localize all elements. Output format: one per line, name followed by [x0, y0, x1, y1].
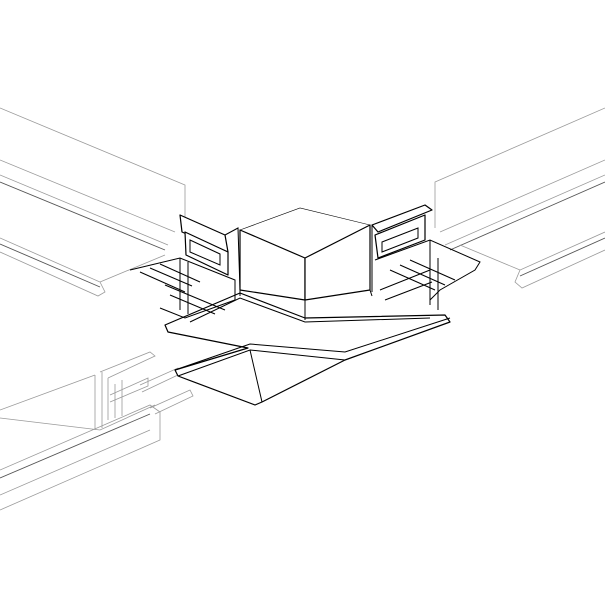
- corner-connector: [129, 204, 481, 406]
- lower-left-rail: [0, 351, 194, 511]
- upper-left-rail: [0, 107, 186, 297]
- upper-right-rail: [434, 107, 605, 289]
